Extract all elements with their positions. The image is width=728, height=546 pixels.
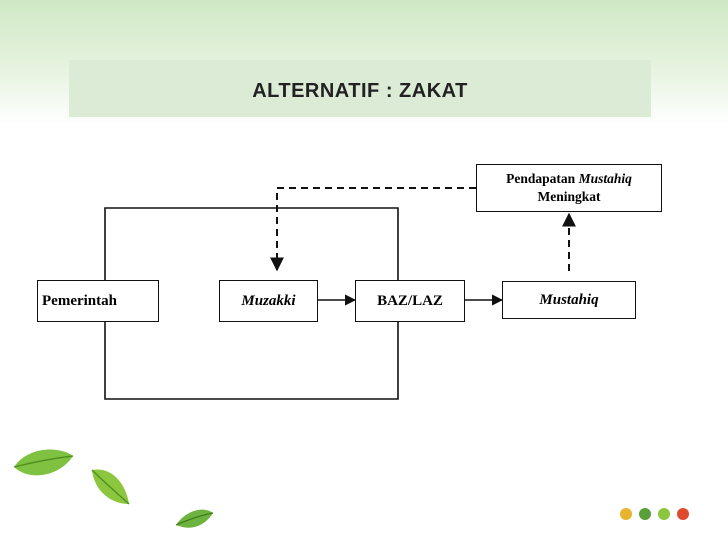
- node-pendapatan-mustahiq-meningkat: Pendapatan Mustahiq Meningkat: [476, 164, 662, 212]
- page-title: ALTERNATIF : ZAKAT: [252, 80, 468, 102]
- leaf-icon: [175, 509, 214, 528]
- leaf-icon: [13, 449, 74, 476]
- node-pendapatan-prefix: Pendapatan: [506, 171, 576, 186]
- node-pendapatan-italic: Mustahiq: [578, 171, 632, 186]
- dot-red: [677, 508, 689, 520]
- node-pendapatan-line1: Pendapatan Mustahiq: [506, 170, 632, 188]
- dashed-arrow-to-muzakki: [270, 187, 476, 272]
- bottom-loop-line: [104, 322, 399, 400]
- node-muzakki-label: Muzakki: [241, 292, 296, 309]
- node-mustahiq-label: Mustahiq: [539, 291, 599, 308]
- node-mustahiq: Mustahiq: [502, 281, 636, 319]
- node-pemerintah-label: Pemerintah: [42, 292, 117, 309]
- slide-dots: [620, 508, 689, 520]
- node-baz-laz: BAZ/LAZ: [355, 280, 465, 322]
- node-pendapatan-line2: Meningkat: [537, 189, 601, 204]
- node-pemerintah: Pemerintah: [37, 280, 159, 322]
- leaf-icon: [91, 469, 130, 505]
- dot-yellow: [620, 508, 632, 520]
- title-bar: ALTERNATIF : ZAKAT: [69, 60, 651, 117]
- node-muzakki: Muzakki: [219, 280, 318, 322]
- node-baz-laz-label: BAZ/LAZ: [377, 292, 443, 309]
- dot-light-green: [658, 508, 670, 520]
- top-loop-line: [104, 207, 399, 280]
- dot-dark-green: [639, 508, 651, 520]
